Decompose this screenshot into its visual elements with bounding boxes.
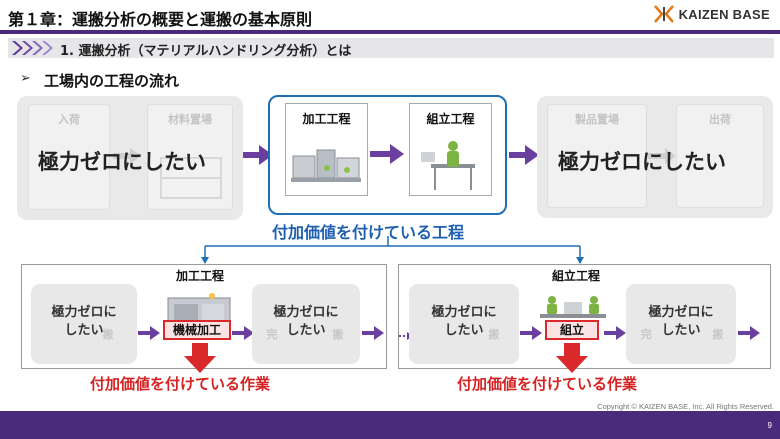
machining-right-ghost: 完 bbox=[266, 328, 278, 341]
flow-arrow-icon bbox=[604, 325, 626, 344]
chevron-arrows-icon bbox=[12, 41, 53, 55]
down-arrow-icon bbox=[556, 343, 588, 377]
material-storage-step: 材料置場 bbox=[147, 104, 233, 210]
value-added-process-caption: 付加価値を付けている工程 bbox=[272, 223, 465, 242]
machining-work-label: 機械加工 bbox=[163, 320, 231, 340]
receiving-step: 入荷 bbox=[28, 104, 110, 210]
footer-bar bbox=[0, 411, 780, 439]
assembly-work-caption: 付加価値を付けている作業 bbox=[457, 375, 638, 393]
down-arrow-icon bbox=[184, 343, 216, 377]
chapter-title: 第１章：運搬分析の概要と運搬の基本原則 bbox=[8, 10, 313, 29]
flow-arrow-icon bbox=[232, 325, 254, 344]
assembly-worker-icon bbox=[421, 141, 475, 190]
assembly-left-text-line2: したい bbox=[444, 322, 484, 338]
minimize-overlay-left: 極力ゼロにしたい bbox=[38, 150, 206, 174]
flow-arrow-icon bbox=[243, 145, 273, 169]
machining-detail-title: 加工工程 bbox=[176, 269, 225, 283]
copyright: Copyright © KAIZEN BASE, Inc. All Rights… bbox=[597, 402, 774, 411]
assembly-left-text: 極力ゼロに したい bbox=[414, 304, 514, 339]
shipping-label: 出荷 bbox=[709, 113, 731, 126]
assembly-process-box: 組立工程 bbox=[409, 103, 492, 196]
product-storage-label: 製品置場 bbox=[575, 113, 619, 126]
machining-work-caption: 付加価値を付けている作業 bbox=[90, 375, 271, 393]
machining-right-text-line1: 極力ゼロに bbox=[273, 305, 339, 320]
assembly-left-text-line1: 極力ゼロに bbox=[431, 305, 497, 320]
machining-nonvalue-right bbox=[252, 284, 360, 364]
assembly-left-ghost: 搬 bbox=[488, 328, 500, 341]
flow-arrow-icon bbox=[370, 144, 404, 168]
assembly-right-text-line2: したい bbox=[661, 322, 701, 338]
machining-left-text-line2: したい bbox=[64, 322, 104, 338]
assembly-right-ghost: 完 bbox=[640, 328, 652, 341]
machining-right-text: 極力ゼロに したい bbox=[256, 304, 356, 339]
assembly-right-text-line1: 極力ゼロに bbox=[648, 305, 714, 320]
assembly-nonvalue-left bbox=[409, 284, 519, 364]
flow-arrow-icon bbox=[138, 325, 160, 344]
assembly-nonvalue-right bbox=[626, 284, 736, 364]
shelf-icon bbox=[160, 157, 222, 199]
flow-arrow-icon bbox=[738, 325, 760, 344]
flow-heading: 工場内の工程の流れ bbox=[44, 72, 180, 90]
assembly-right-ghost-tail: 搬 bbox=[712, 328, 724, 341]
flow-arrow-icon bbox=[509, 145, 539, 169]
page-number: 9 bbox=[767, 421, 772, 430]
arrow-icon bbox=[113, 148, 141, 168]
kaizen-logo-icon bbox=[653, 5, 674, 23]
product-storage-step: 製品置場 bbox=[547, 104, 647, 208]
machining-right-text-line2: したい bbox=[286, 322, 326, 338]
branch-connector bbox=[201, 236, 584, 264]
assembly-process-label: 組立工程 bbox=[426, 112, 475, 126]
machining-line-icon bbox=[291, 149, 361, 182]
section-title: 1. 運搬分析（マテリアルハンドリング分析）とは bbox=[60, 44, 352, 59]
flow-arrow-icon bbox=[520, 325, 542, 344]
assembly-right-text: 極力ゼロに したい bbox=[631, 304, 731, 339]
machining-process-box: 加工工程 bbox=[285, 103, 368, 196]
shipping-step: 出荷 bbox=[676, 104, 764, 208]
arrow-icon bbox=[648, 148, 676, 168]
assembly-workers-icon bbox=[540, 296, 606, 318]
assembly-detail-title: 組立工程 bbox=[552, 269, 601, 283]
machining-left-text-line1: 極力ゼロに bbox=[51, 305, 117, 320]
header-rule bbox=[0, 30, 780, 34]
kaizen-base-logo: KAIZEN BASE bbox=[653, 5, 770, 23]
machining-left-ghost: 搬 bbox=[102, 328, 114, 341]
receiving-label: 入荷 bbox=[58, 113, 80, 126]
material-storage-label: 材料置場 bbox=[168, 113, 212, 126]
minimize-overlay-right: 極力ゼロにしたい bbox=[558, 150, 726, 174]
logo-text: KAIZEN BASE bbox=[678, 6, 770, 22]
bullet-arrow-icon: ➢ bbox=[20, 71, 31, 86]
assembly-image bbox=[534, 290, 612, 338]
machining-nonvalue-left bbox=[31, 284, 137, 364]
assembly-work-label: 組立 bbox=[545, 320, 599, 340]
flow-arrow-icon bbox=[362, 325, 384, 344]
machining-left-text: 極力ゼロに したい bbox=[34, 304, 134, 339]
machining-process-label: 加工工程 bbox=[302, 112, 351, 126]
machining-right-ghost-tail: 搬 bbox=[332, 328, 344, 341]
section-bar bbox=[8, 38, 774, 58]
